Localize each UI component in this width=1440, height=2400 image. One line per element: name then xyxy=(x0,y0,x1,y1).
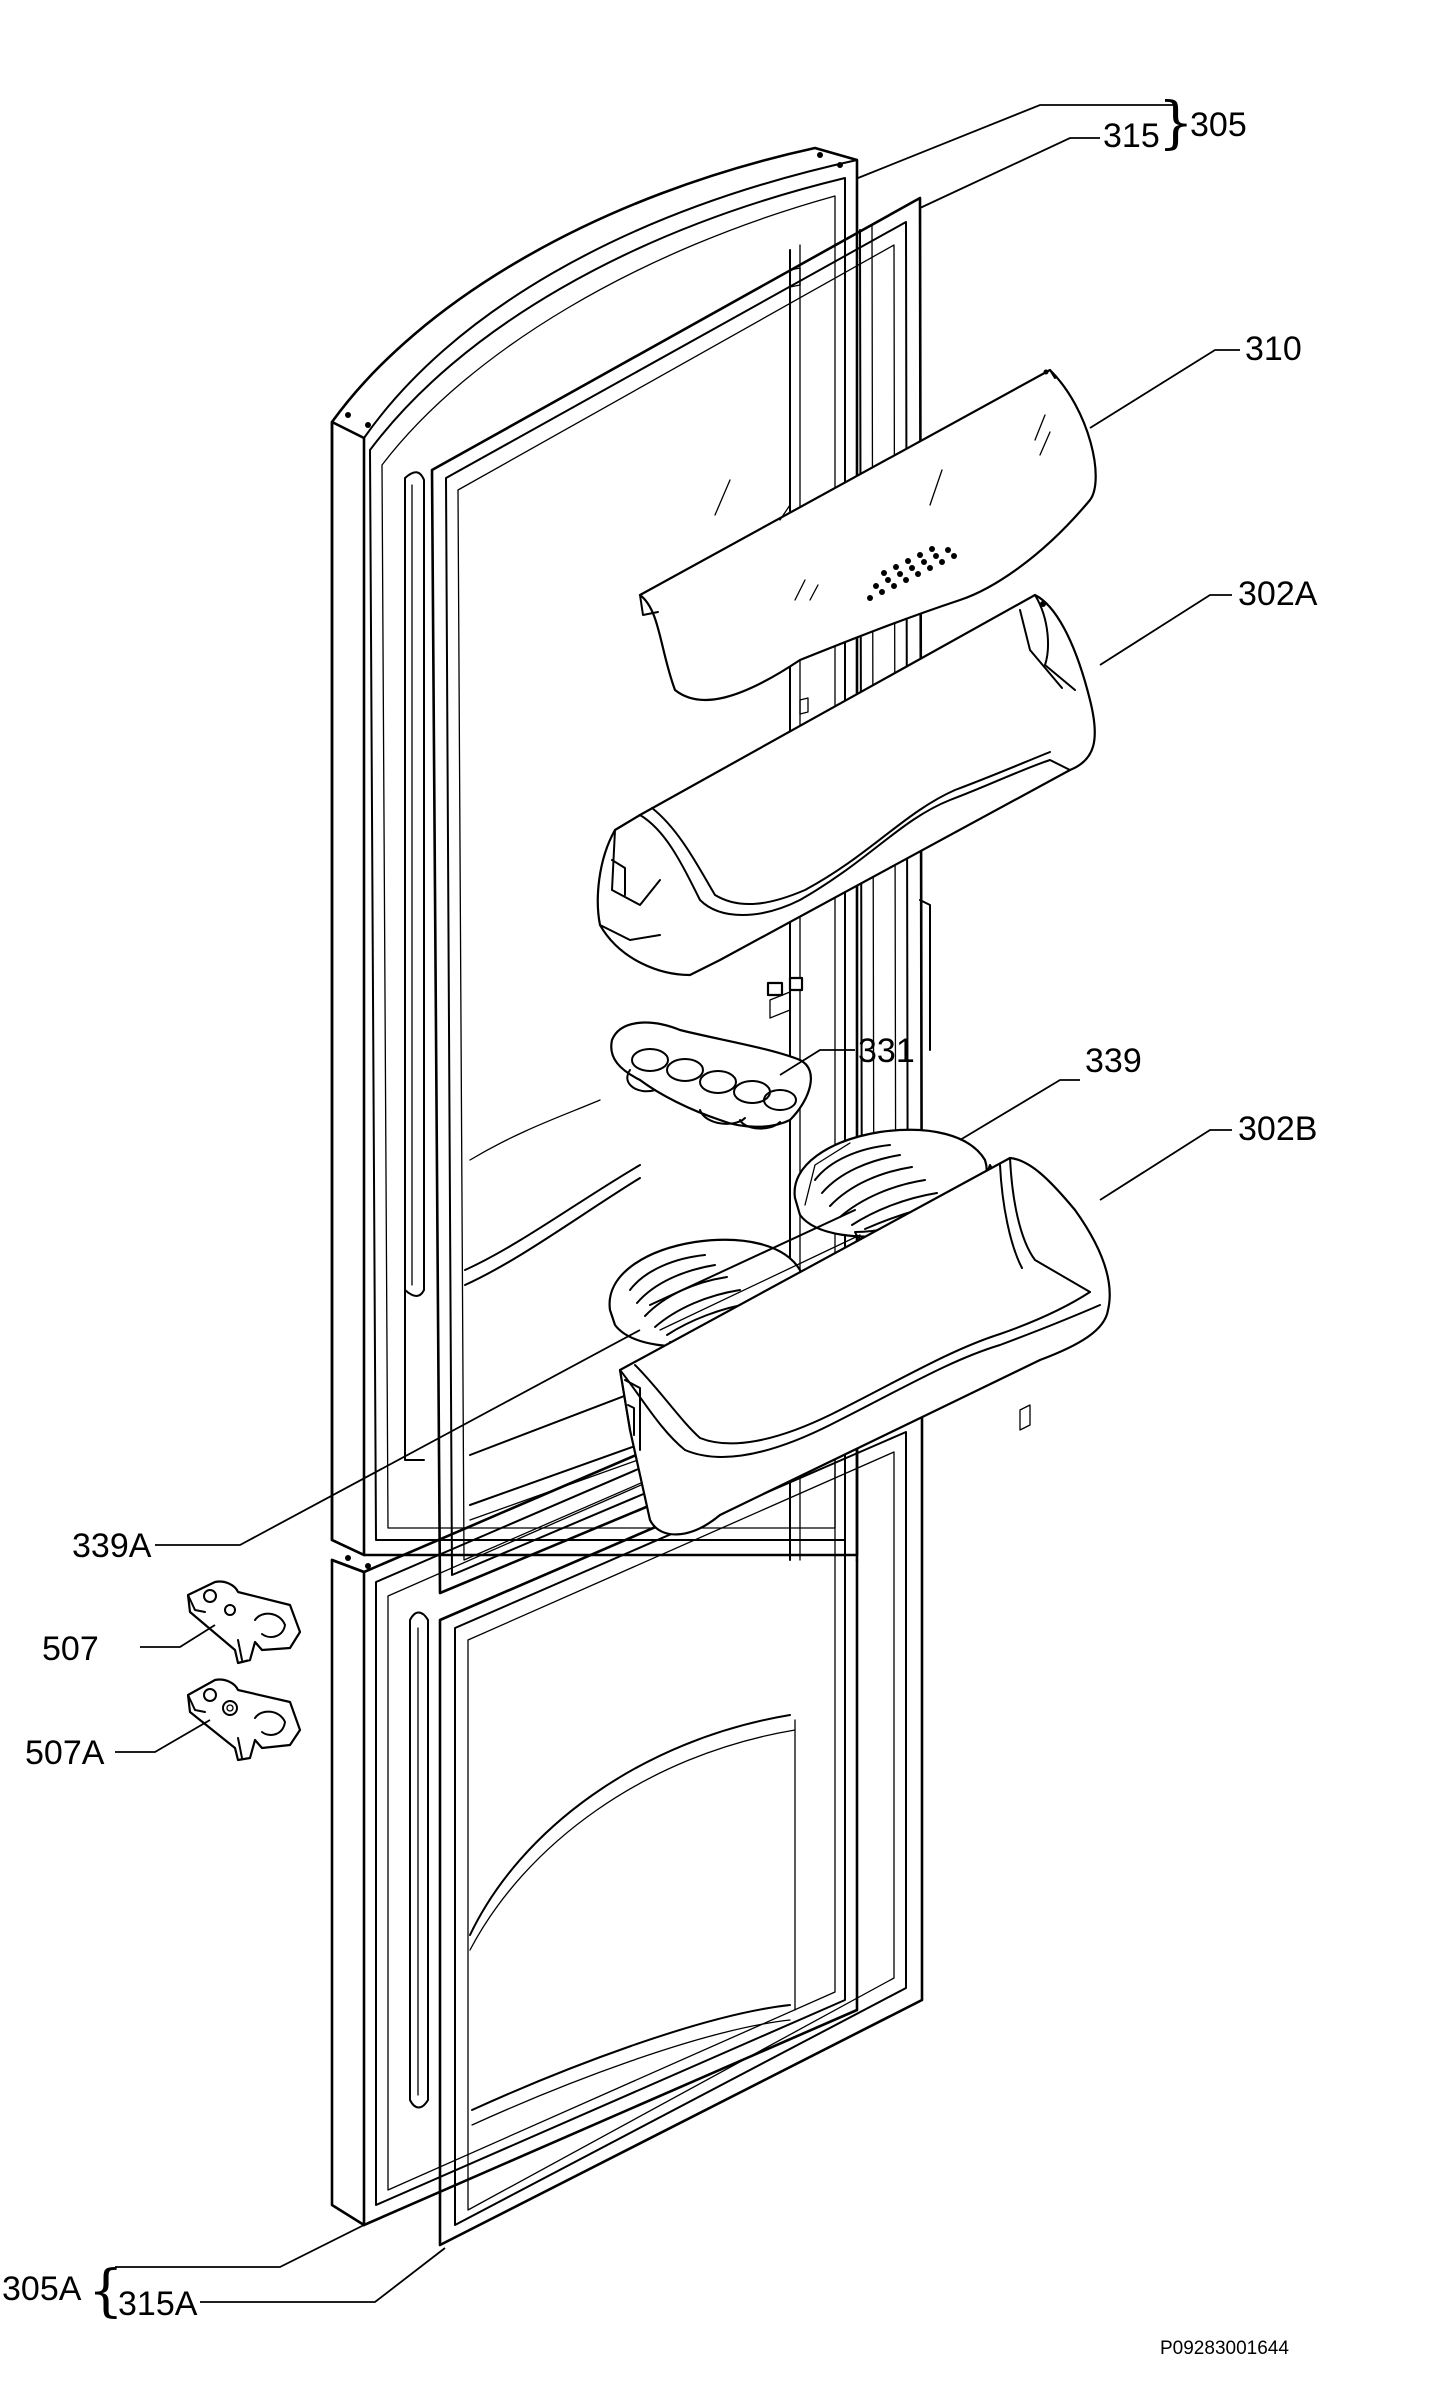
lower-door-shelf-part xyxy=(618,1156,1111,1536)
lower-door-gasket xyxy=(438,1410,924,2247)
callout-507a: 507A xyxy=(25,1734,105,1772)
callout-labels: } 305 315 310 302A 331 339 302B 339A 507… xyxy=(2,91,1318,2359)
reference-code: P09283001644 xyxy=(1160,2338,1289,2359)
callout-339a: 339A xyxy=(72,1527,152,1565)
leader-lines xyxy=(115,104,1240,2303)
brace-305a: { xyxy=(88,2259,124,2324)
callout-302a: 302A xyxy=(1238,575,1318,613)
callout-305a: 305A xyxy=(2,2270,82,2308)
callout-507: 507 xyxy=(42,1630,99,1668)
callout-302b: 302B xyxy=(1238,1110,1317,1148)
upper-door-shelf-part xyxy=(596,593,1096,1019)
shelf-lid-part xyxy=(638,368,1097,702)
callout-331: 331 xyxy=(858,1032,915,1070)
callout-315a: 315A xyxy=(118,2285,198,2323)
hinge-part xyxy=(186,1580,302,1665)
callout-305: 305 xyxy=(1190,106,1247,144)
lid-vent-holes xyxy=(867,546,957,601)
hinge-a-part xyxy=(186,1678,302,1762)
callout-339: 339 xyxy=(1085,1042,1142,1080)
brace-305: } xyxy=(1158,91,1194,156)
egg-tray-part xyxy=(610,1021,812,1130)
callout-315: 315 xyxy=(1103,117,1160,155)
callout-310: 310 xyxy=(1245,330,1302,368)
